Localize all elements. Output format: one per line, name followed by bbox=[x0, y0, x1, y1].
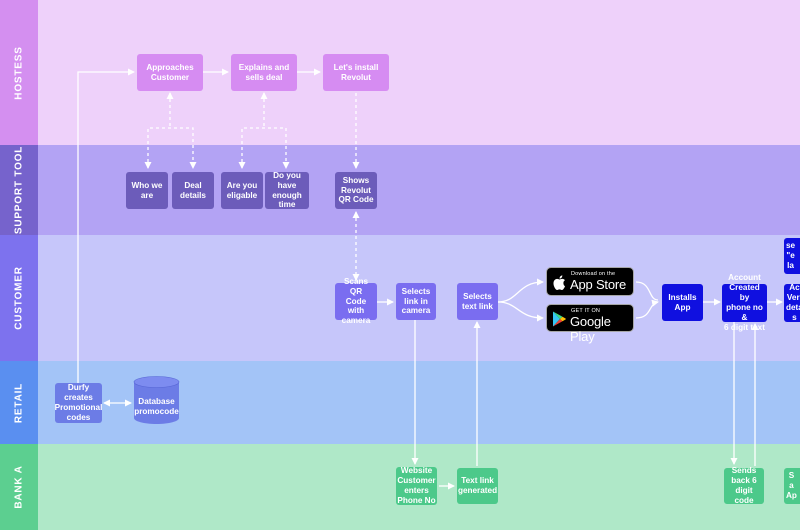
lane-label-retail: RETAIL bbox=[0, 361, 38, 444]
node-account-verify: Ac Veri deta s bbox=[784, 283, 800, 322]
node-selects-text-link: Selects text link bbox=[457, 283, 498, 320]
google-play-icon bbox=[553, 311, 566, 327]
node-durfy-creates-codes: Durfy creates Promotional codes bbox=[54, 383, 103, 423]
lane-label-support-tool: SUPPORT TOOL bbox=[0, 145, 38, 235]
lane-support-tool: SUPPORT TOOL bbox=[0, 145, 800, 235]
lane-title: CUSTOMER bbox=[13, 266, 25, 330]
lane-retail: RETAIL bbox=[0, 361, 800, 444]
lane-title: BANK A bbox=[13, 465, 25, 509]
node-installs-app: Installs App bbox=[662, 284, 703, 321]
lane-label-customer: CUSTOMER bbox=[0, 235, 38, 361]
node-shows-qr-code: Shows Revolut QR Code bbox=[335, 172, 377, 209]
database-label: Database promocode bbox=[134, 397, 179, 416]
lane-title: RETAIL bbox=[13, 382, 25, 423]
lane-bank-a: BANK A bbox=[0, 444, 800, 530]
node-lets-install-revolut: Let's install Revolut bbox=[323, 54, 389, 91]
lane-label-bank-a: BANK A bbox=[0, 444, 38, 530]
node-scans-qr-code: Scans QR Code with camera bbox=[335, 277, 377, 325]
app-store-badge: Download on the App Store bbox=[546, 267, 634, 296]
node-sends-back-code: Sends back 6 digit code bbox=[724, 466, 764, 505]
node-approaches-customer: Approaches Customer bbox=[137, 54, 203, 91]
apple-icon bbox=[553, 275, 565, 290]
google-play-small-text: GET IT ON bbox=[571, 308, 601, 314]
node-deal-details: Deal details bbox=[172, 172, 214, 209]
node-account-created: Account Created by phone no & 6 digit te… bbox=[722, 273, 767, 332]
lane-title: SUPPORT TOOL bbox=[13, 145, 25, 235]
node-who-we-are: Who we are bbox=[126, 172, 168, 209]
lane-title: HOSTESS bbox=[13, 45, 25, 100]
lane-label-hostess: HOSTESS bbox=[0, 0, 38, 145]
node-are-you-eligable: Are you eligable bbox=[221, 172, 263, 209]
node-cut-bank: S a Ap bbox=[784, 468, 800, 504]
node-text-link-generated: Text link generated bbox=[457, 468, 498, 504]
database-icon bbox=[133, 376, 180, 424]
lane-hostess: HOSTESS bbox=[0, 0, 800, 145]
node-website-phone: Website Customer enters Phone No bbox=[396, 466, 437, 505]
node-enough-time: Do you have enough time bbox=[265, 171, 309, 209]
app-store-big-text: App Store bbox=[570, 277, 627, 292]
node-selects-link-camera: Selects link in camera bbox=[396, 283, 436, 320]
google-play-badge: GET IT ON Google Play bbox=[546, 304, 634, 344]
database-promocode: Database promocode bbox=[133, 376, 180, 424]
node-explains-sells-deal: Explains and sells deal bbox=[231, 54, 297, 91]
app-store-small-text: Download on the bbox=[571, 271, 616, 277]
node-cut-top: se "e la bbox=[784, 238, 800, 274]
google-play-big-text: Google Play bbox=[570, 314, 611, 344]
